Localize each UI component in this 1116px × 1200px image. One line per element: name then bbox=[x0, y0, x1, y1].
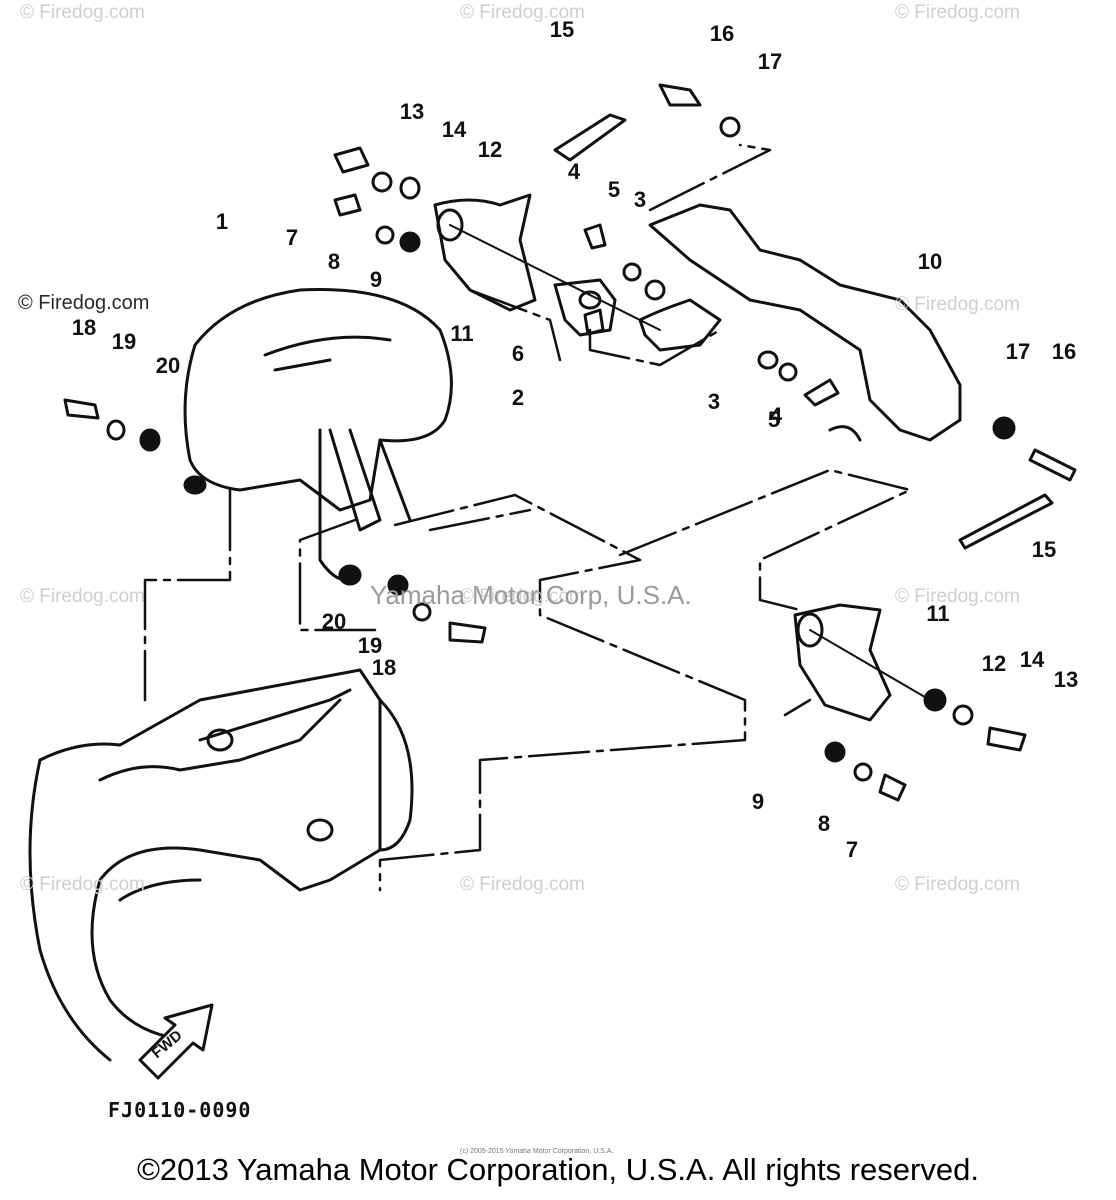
callout-label: 4 bbox=[769, 403, 783, 428]
watermark: © Firedog.com bbox=[895, 2, 1020, 23]
callout-label: 8 bbox=[327, 249, 341, 274]
callout-label: 3 bbox=[707, 389, 721, 414]
callout-label: 16 bbox=[1051, 339, 1077, 364]
part-bracket-11-lower bbox=[793, 603, 931, 722]
callout-label: 19 bbox=[111, 329, 137, 354]
callout-label: 11 bbox=[926, 601, 950, 626]
watermark: © Firedog.com bbox=[895, 874, 1020, 895]
callout-label: 8 bbox=[817, 811, 831, 836]
callout-label: 7 bbox=[285, 225, 299, 250]
callout-label: 20 bbox=[155, 353, 181, 378]
callout-label: 18 bbox=[71, 315, 97, 340]
copyright-notice: ©2013 Yamaha Motor Corporation, U.S.A. A… bbox=[137, 1152, 979, 1187]
callout-label: 11 bbox=[450, 321, 474, 346]
watermark: © Firedog.com bbox=[460, 874, 585, 895]
callout-label: 18 bbox=[371, 655, 397, 680]
watermark: © Firedog.com bbox=[895, 586, 1020, 607]
fwd-arrow bbox=[138, 1003, 214, 1080]
watermark: © Firedog.com bbox=[460, 586, 585, 607]
watermark: © Firedog.com bbox=[20, 586, 145, 607]
callout-label: 7 bbox=[845, 837, 859, 862]
callout-label: 14 bbox=[1019, 647, 1045, 672]
callout-label: 12 bbox=[981, 651, 1007, 676]
callout-label: 17 bbox=[757, 49, 783, 74]
callout-label: 9 bbox=[369, 267, 383, 292]
watermark: © Firedog.com bbox=[895, 294, 1020, 315]
callout-label: 5 bbox=[607, 177, 621, 202]
callout-label: 5 bbox=[767, 407, 781, 432]
callout-label: 12 bbox=[477, 137, 503, 162]
callout-label: 2 bbox=[511, 385, 525, 410]
callout-label: 16 bbox=[709, 21, 735, 46]
callout-label: 3 bbox=[633, 187, 647, 212]
watermark: © Firedog.com bbox=[460, 2, 585, 23]
callout-label: 4 bbox=[567, 159, 581, 184]
callout-label: 15 bbox=[1031, 537, 1057, 562]
callout-label: 19 bbox=[357, 633, 383, 658]
callout-label: 9 bbox=[751, 789, 765, 814]
diagram-code: FJ0110-0090 bbox=[108, 1098, 252, 1122]
frame-assembly bbox=[28, 668, 414, 1062]
part-bracket-10 bbox=[638, 203, 962, 442]
part-bracket-2 bbox=[553, 278, 617, 337]
callout-label: 1 bbox=[215, 209, 229, 234]
leader-lines bbox=[143, 143, 912, 892]
callout-label: 6 bbox=[511, 341, 525, 366]
callout-label: 13 bbox=[399, 99, 425, 124]
watermark: © Firedog.com bbox=[20, 874, 145, 895]
callout-label: 15 bbox=[549, 17, 575, 42]
tiny-copyright: (c) 2005-2015 Yamaha Motor Corporation, … bbox=[460, 1148, 614, 1155]
watermark: © Firedog.com bbox=[20, 2, 145, 23]
part-bracket-11-upper bbox=[433, 193, 661, 331]
watermark: © Firedog.com bbox=[18, 292, 150, 314]
callout-label: 20 bbox=[321, 609, 347, 634]
part-cover-1 bbox=[183, 288, 453, 586]
callout-label: 17 bbox=[1005, 339, 1031, 364]
center-watermark: Yamaha Motor Corp, U.S.A. bbox=[370, 580, 692, 610]
callout-label: 10 bbox=[917, 249, 943, 274]
callout-label: 14 bbox=[441, 117, 467, 142]
callout-label: 13 bbox=[1053, 667, 1079, 692]
small-hardware bbox=[63, 83, 1077, 802]
